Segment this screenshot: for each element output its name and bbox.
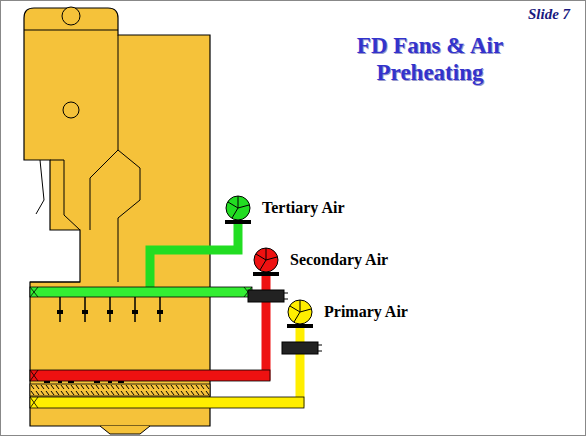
slide-number: Slide 7 xyxy=(528,6,570,23)
slide-title: FD Fans & Air Preheating xyxy=(320,32,540,86)
air-label: Primary Air xyxy=(324,303,408,321)
air-label: Tertiary Air xyxy=(262,199,345,217)
air-label: Secondary Air xyxy=(290,251,388,269)
